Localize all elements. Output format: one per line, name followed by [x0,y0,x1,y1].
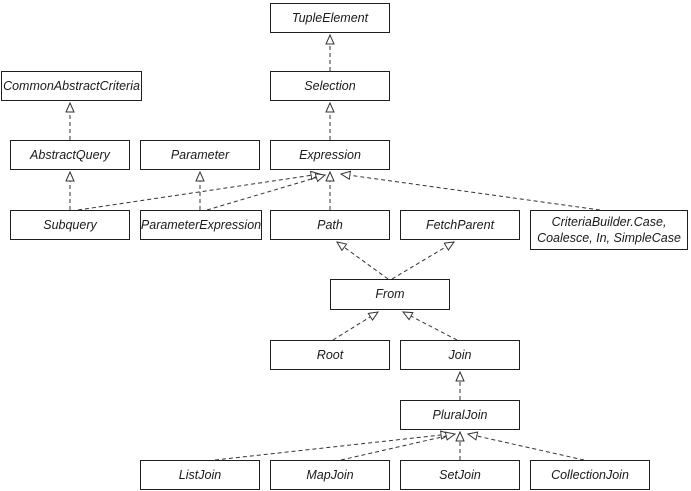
node-from: From [330,279,450,310]
node-path: Path [270,210,390,240]
edge-root-from [332,312,378,341]
node-parameter-expression: ParameterExpression [140,210,262,240]
edge-mapjoin-pluraljoin [340,434,455,461]
edge-parameterexpression-expression [206,175,325,211]
node-join: Join [400,340,520,370]
edge-from-fetchparent [391,242,454,280]
node-plural-join: PluralJoin [400,400,520,430]
node-selection: Selection [270,71,390,101]
node-map-join: MapJoin [270,460,390,490]
node-common-abstract-criteria: CommonAbstractCriteria [1,71,142,101]
node-root: Root [270,340,390,370]
edge-collectionjoin-pluraljoin [468,434,585,461]
edge-criteriabuildercase-expression [341,174,601,211]
edge-from-path [337,242,389,280]
node-list-join: ListJoin [140,460,260,490]
edge-listjoin-pluraljoin [214,434,450,461]
node-expression: Expression [270,140,390,170]
node-set-join: SetJoin [400,460,520,490]
edge-subquery-expression [77,174,320,211]
node-abstract-query: AbstractQuery [10,140,130,170]
node-subquery: Subquery [10,210,130,240]
node-tuple-element: TupleElement [270,3,390,33]
node-criteria-builder-case: CriteriaBuilder.Case, Coalesce, In, Simp… [530,210,688,250]
node-fetch-parent: FetchParent [400,210,520,240]
node-collection-join: CollectionJoin [530,460,650,490]
edge-join-from [403,312,458,341]
node-parameter: Parameter [140,140,260,170]
